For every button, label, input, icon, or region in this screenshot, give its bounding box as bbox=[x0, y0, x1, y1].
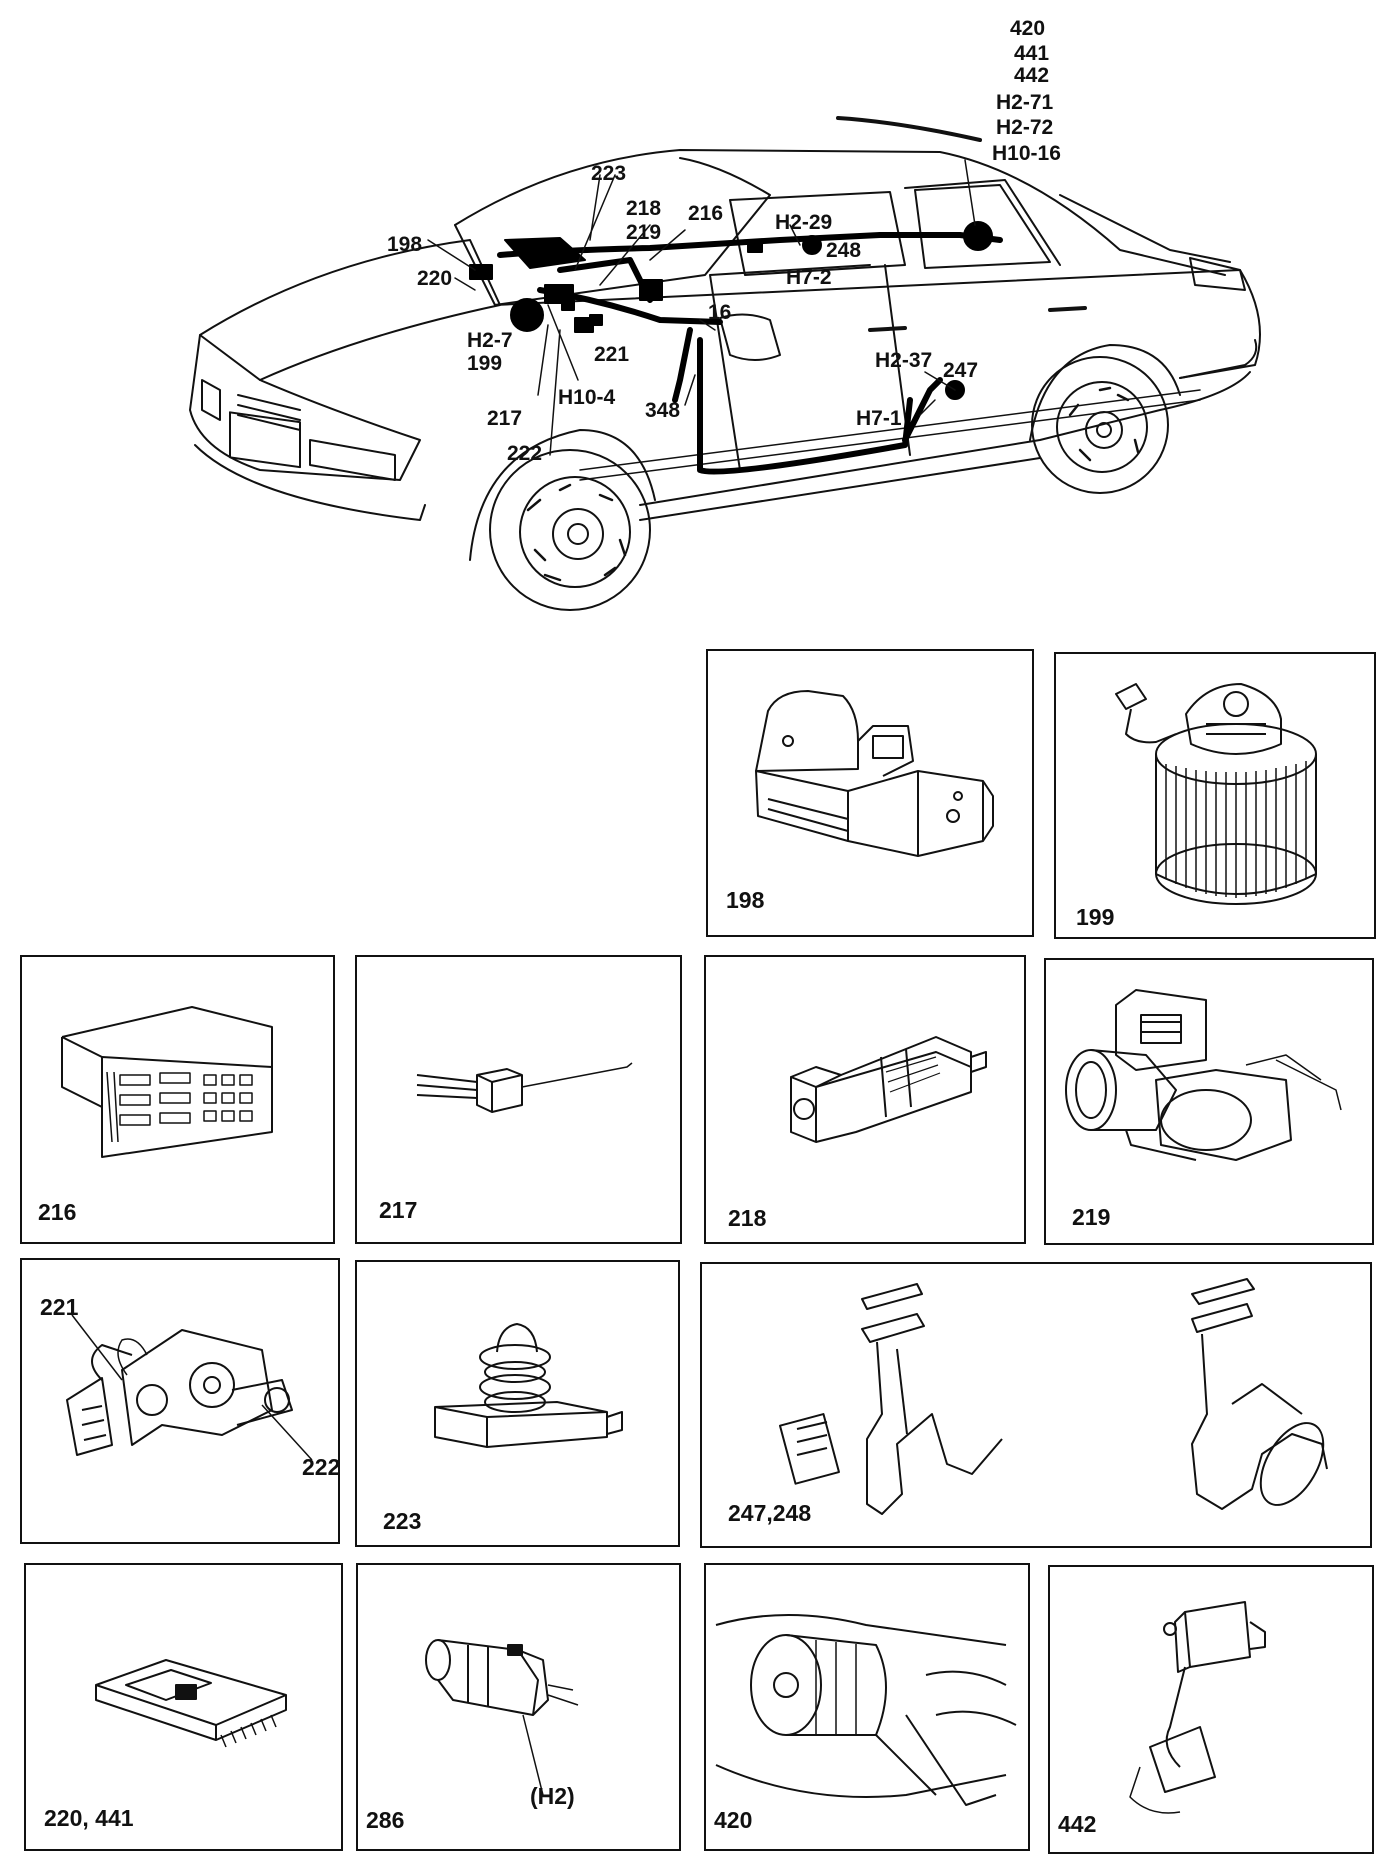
panel-442-label: 442 bbox=[1058, 1811, 1097, 1837]
panel-221-label: 221 bbox=[40, 1294, 79, 1320]
callout-h7-2: H7-2 bbox=[786, 266, 832, 289]
panel-286: 286 (H2) bbox=[356, 1563, 681, 1851]
callout-248: 248 bbox=[826, 239, 862, 262]
callout-h2-71: H2-71 bbox=[996, 91, 1054, 114]
panel-217: 217 bbox=[355, 955, 682, 1244]
panel-199-label: 199 bbox=[1076, 904, 1115, 930]
panel-223-label: 223 bbox=[383, 1508, 422, 1534]
panel-247-248: 247,248 bbox=[700, 1262, 1372, 1548]
callout-16: 16 bbox=[708, 301, 732, 324]
panel-420-label: 420 bbox=[714, 1807, 753, 1833]
panel-286-callout: (H2) bbox=[530, 1783, 575, 1809]
callout-247: 247 bbox=[943, 359, 979, 382]
callout-441: 441 bbox=[1014, 42, 1050, 65]
callout-h2-7: H2-7 bbox=[467, 329, 513, 352]
panel-216: 216 bbox=[20, 955, 335, 1244]
callout-223: 223 bbox=[591, 162, 627, 185]
panel-219: 219 bbox=[1044, 958, 1374, 1245]
panel-199: 199 bbox=[1054, 652, 1376, 939]
callout-220: 220 bbox=[417, 267, 453, 290]
callout-216: 216 bbox=[688, 202, 724, 225]
callout-h10-16: H10-16 bbox=[992, 142, 1061, 165]
callout-222: 222 bbox=[507, 442, 543, 465]
callout-442: 442 bbox=[1014, 64, 1050, 87]
callout-217: 217 bbox=[487, 407, 523, 430]
panel-286-label: 286 bbox=[366, 1807, 405, 1833]
callout-h7-1: H7-1 bbox=[856, 407, 902, 430]
callout-221: 221 bbox=[594, 343, 630, 366]
panel-222-label: 222 bbox=[302, 1454, 341, 1480]
panel-247-248-label: 247,248 bbox=[728, 1500, 812, 1526]
callout-348: 348 bbox=[645, 399, 681, 422]
callout-219: 219 bbox=[626, 221, 662, 244]
callout-218: 218 bbox=[626, 197, 662, 220]
panel-220-441: 220, 441 bbox=[24, 1563, 343, 1851]
car-illustration bbox=[189, 116, 1261, 611]
callout-h2-72: H2-72 bbox=[996, 116, 1054, 139]
panel-220-441-label: 220, 441 bbox=[44, 1805, 134, 1831]
panel-198-label: 198 bbox=[726, 887, 765, 913]
panel-442: 442 bbox=[1048, 1565, 1374, 1854]
panel-218-label: 218 bbox=[728, 1205, 767, 1231]
panel-223: 223 bbox=[355, 1260, 680, 1547]
callout-h10-4: H10-4 bbox=[558, 386, 616, 409]
panel-218: 218 bbox=[704, 955, 1026, 1244]
callout-198: 198 bbox=[387, 233, 423, 256]
callout-420: 420 bbox=[1010, 17, 1046, 40]
panel-216-label: 216 bbox=[38, 1199, 77, 1225]
panel-420: 420 bbox=[704, 1563, 1030, 1851]
callout-h2-29: H2-29 bbox=[775, 211, 833, 234]
callout-h2-37: H2-37 bbox=[875, 349, 933, 372]
callout-199: 199 bbox=[467, 352, 503, 375]
panel-221-222: 221 222 bbox=[20, 1258, 340, 1544]
panel-219-label: 219 bbox=[1072, 1204, 1111, 1230]
panel-217-label: 217 bbox=[379, 1197, 418, 1223]
panel-198: 198 bbox=[706, 649, 1034, 937]
